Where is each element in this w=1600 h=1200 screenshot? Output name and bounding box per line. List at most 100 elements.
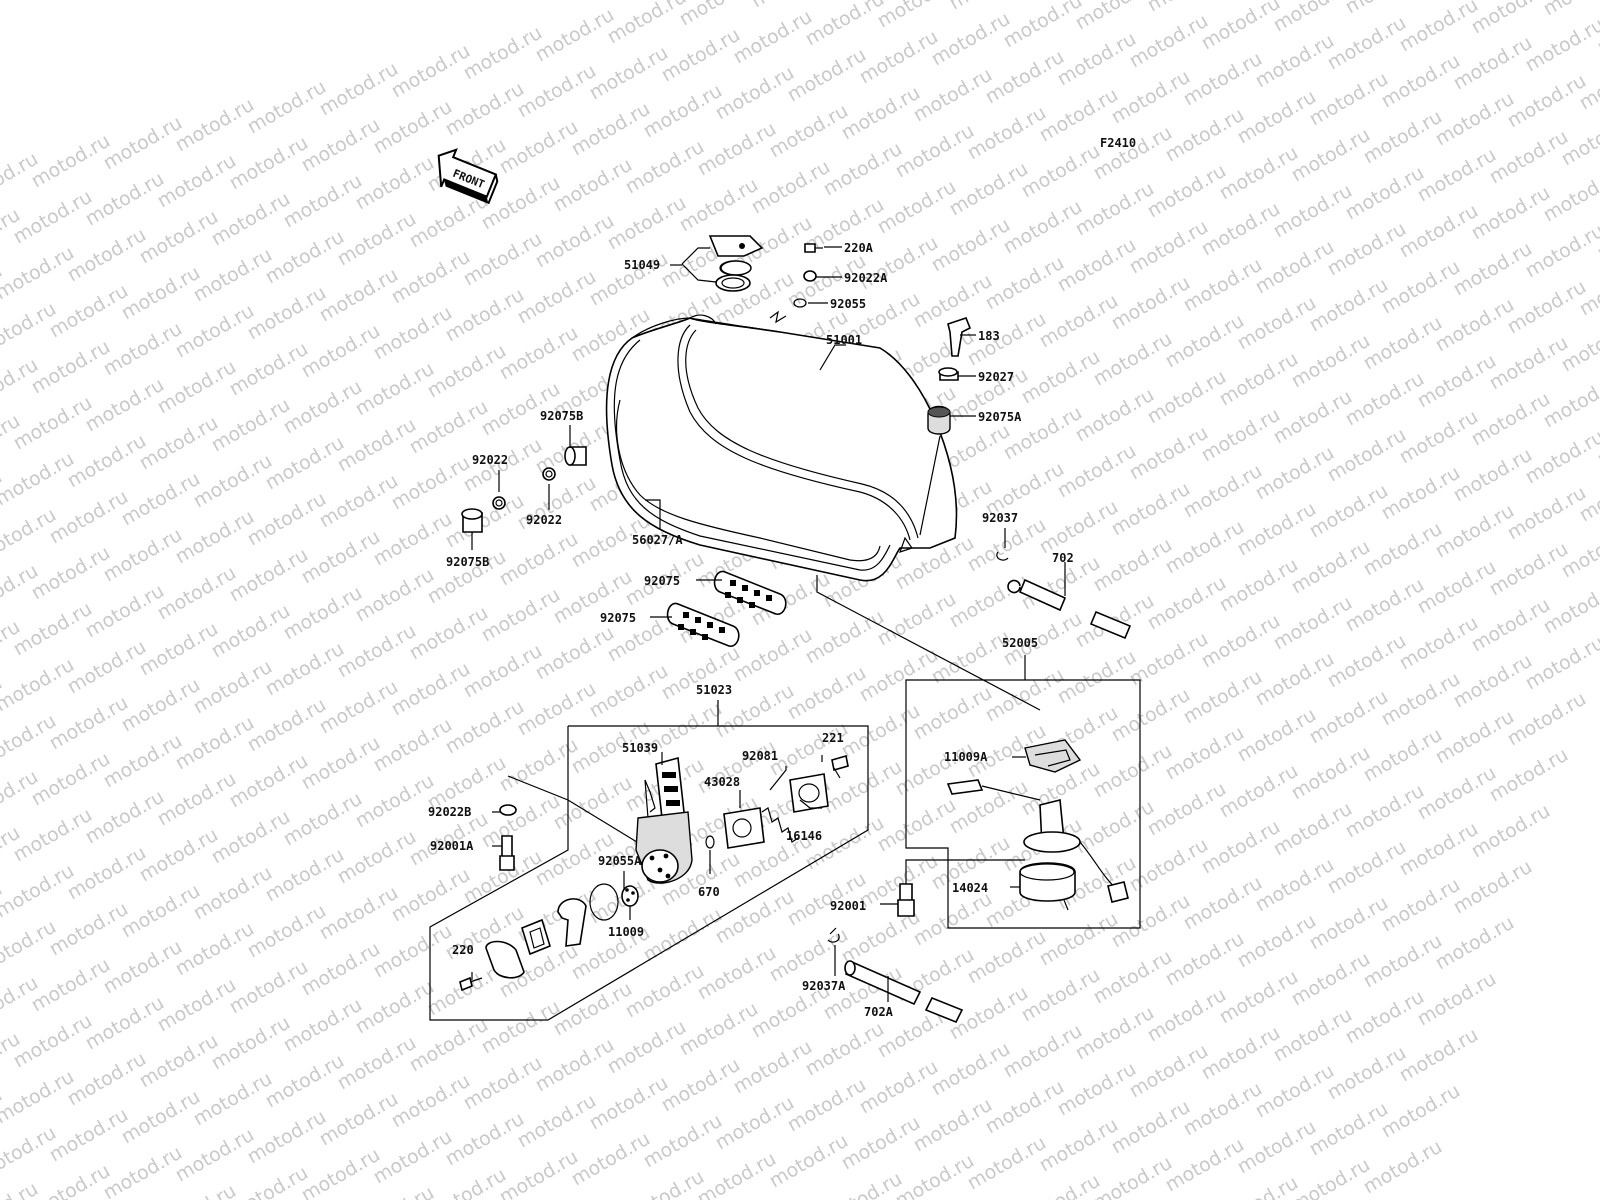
watermark-text: motod.ru — [370, 508, 456, 571]
watermark-text: motod.ru — [118, 1086, 204, 1149]
part-label: 11009 — [608, 925, 644, 939]
watermark-text: motod.ru — [28, 1160, 114, 1200]
watermark-text: motod.ru — [1252, 30, 1338, 93]
watermark-text: motod.ru — [460, 22, 546, 85]
watermark-text: motod.ru — [1522, 426, 1600, 489]
watermark-text: motod.ru — [658, 1054, 744, 1117]
watermark-text: motod.ru — [1144, 778, 1230, 841]
watermark-text: motod.ru — [1126, 834, 1212, 897]
watermark-text: motod.ru — [712, 1092, 798, 1155]
watermark-text: motod.ru — [1144, 160, 1230, 223]
watermark-text: motod.ru — [712, 62, 798, 125]
watermark-text: motod.ru — [1342, 986, 1428, 1049]
watermark-text: motod.ru — [1324, 630, 1410, 693]
watermark-text: motod.ru — [316, 676, 402, 739]
watermark-text: motod.ru — [118, 880, 204, 943]
watermark-text: motod.ru — [370, 96, 456, 159]
watermark-text: motod.ru — [1504, 482, 1590, 545]
watermark-text: motod.ru — [1324, 218, 1410, 281]
watermark-text: motod.ru — [82, 580, 168, 643]
watermark-text: motod.ru — [1144, 984, 1230, 1047]
watermark-text: motod.ru — [694, 118, 780, 181]
watermark-text: motod.ru — [802, 0, 888, 50]
watermark-text: motod.ru — [1036, 290, 1122, 353]
part-label: 92037A — [802, 979, 846, 993]
part-label: 51039 — [622, 741, 658, 755]
watermark-text: motod.ru — [550, 978, 636, 1041]
watermark-text: motod.ru — [874, 794, 960, 857]
watermark-text: motod.ru — [1216, 142, 1302, 205]
watermark-text: motod.ru — [604, 0, 690, 48]
watermark-text: motod.ru — [1216, 554, 1302, 617]
watermark-text: motod.ru — [1270, 0, 1356, 36]
part-label: 92081 — [742, 749, 778, 763]
watermark-text: motod.ru — [352, 564, 438, 627]
watermark-text: motod.ru — [964, 308, 1050, 371]
watermark-text: motod.ru — [460, 1052, 546, 1115]
watermark-text: motod.ru — [1090, 740, 1176, 803]
watermark-text: motod.ru — [64, 1048, 150, 1111]
watermark-text: motod.ru — [1522, 220, 1600, 283]
watermark-text: motod.ru — [1162, 928, 1248, 991]
watermark-text: motod.ru — [1162, 310, 1248, 373]
watermark-text: motod.ru — [262, 638, 348, 701]
watermark-text: motod.ru — [1360, 1136, 1446, 1199]
watermark-text: motod.ru — [334, 1032, 420, 1095]
watermark-text: motod.ru — [136, 1030, 222, 1093]
watermark-text: motod.ru — [460, 640, 546, 703]
watermark-text: motod.ru — [1126, 216, 1212, 279]
watermark-text: motod.ru — [1486, 538, 1572, 601]
watermark-text: motod.ru — [496, 322, 582, 385]
part-label: 702 — [1052, 551, 1074, 565]
watermark-text: motod.ru — [46, 486, 132, 549]
part-label: 51001 — [826, 333, 862, 347]
watermark-text: motod.ru — [28, 954, 114, 1017]
watermark-text: motod.ru — [640, 904, 726, 967]
watermark-text: motod.ru — [1288, 124, 1374, 187]
watermark-text: motod.ru — [838, 82, 924, 145]
watermark-text: motod.ru — [100, 730, 186, 793]
part-label: 92055 — [830, 297, 866, 311]
part-label: 92075A — [978, 410, 1022, 424]
watermark-text: motod.ru — [298, 320, 384, 383]
watermark-text: motod.ru — [244, 76, 330, 139]
watermark-text: motod.ru — [154, 974, 240, 1037]
watermark-text: motod.ru — [496, 734, 582, 797]
watermark-text: motod.ru — [334, 414, 420, 477]
watermark-text: motod.ru — [1468, 800, 1554, 863]
watermark-text: motod.ru — [28, 748, 114, 811]
watermark-text: motod.ru — [1234, 1116, 1320, 1179]
watermark-text: motod.ru — [1378, 256, 1464, 319]
watermark-text: motod.ru — [1216, 966, 1302, 1029]
watermark-text: motod.ru — [370, 1126, 456, 1189]
watermark-text: motod.ru — [1486, 332, 1572, 395]
part-label: 92075B — [540, 409, 583, 423]
watermark-text: motod.ru — [550, 154, 636, 217]
watermark-text: motod.ru — [316, 1088, 402, 1151]
watermark-text: motod.ru — [964, 1132, 1050, 1195]
watermark-text: motod.ru — [1450, 444, 1536, 507]
watermark-text: motod.ru — [1360, 312, 1446, 375]
watermark-text: motod.ru — [856, 1056, 942, 1119]
watermark-text: motod.ru — [532, 4, 618, 67]
watermark-text: motod.ru — [388, 246, 474, 309]
watermark-text: motod.ru — [748, 0, 834, 12]
watermark-text: motod.ru — [532, 622, 618, 685]
watermark-text: motod.ru — [1432, 706, 1518, 769]
watermark-text: motod.ru — [1306, 1098, 1392, 1161]
watermark-text: motod.ru — [1432, 294, 1518, 357]
part-label: 11009A — [944, 750, 988, 764]
watermark-text: motod.ru — [424, 1164, 510, 1200]
watermark-text: motod.ru — [442, 490, 528, 553]
part-label: 92022 — [472, 453, 508, 467]
watermark-text: motod.ru — [280, 788, 366, 851]
watermark-text: motod.ru — [1342, 368, 1428, 431]
watermark-text: motod.ru — [1072, 384, 1158, 447]
watermark-text: motod.ru — [316, 882, 402, 945]
watermark-text: motod.ru — [676, 0, 762, 30]
watermark-text: motod.ru — [100, 936, 186, 999]
part-label: 92022 — [526, 513, 562, 527]
watermark-text: motod.ru — [64, 224, 150, 287]
watermark-text: motod.ru — [1288, 1154, 1374, 1200]
watermark-text: motod.ru — [1324, 12, 1410, 75]
